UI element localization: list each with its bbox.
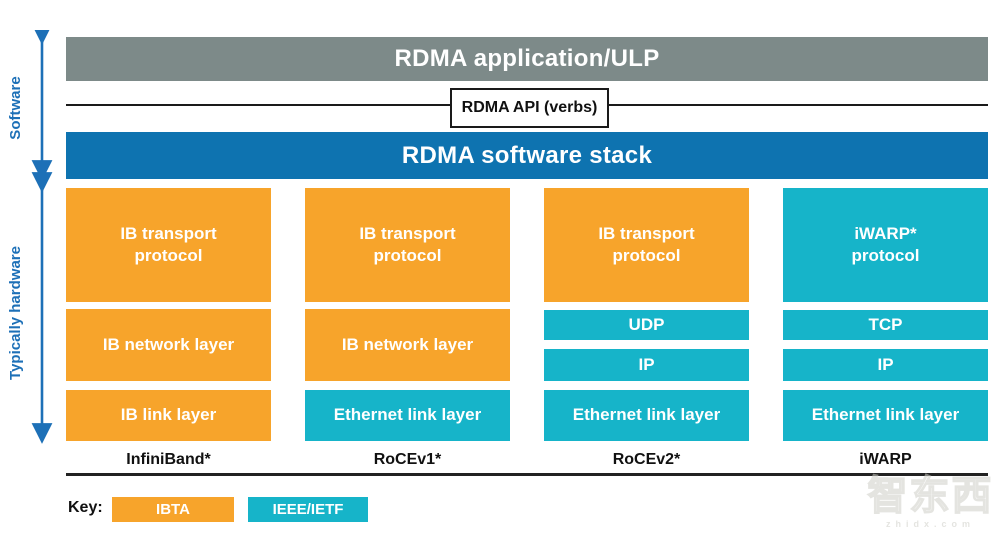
key-swatch-ibta: IBTA bbox=[112, 497, 234, 522]
column-label-infiniband: InfiniBand* bbox=[126, 451, 211, 468]
infiniband-link-box: IB link layer bbox=[66, 390, 271, 441]
key-swatch-ieee-ietf: IEEE/IETF bbox=[248, 497, 368, 522]
infiniband-network-box: IB network layer bbox=[66, 309, 271, 381]
iwarp-tcp-box: TCP bbox=[783, 310, 988, 340]
rocev2-udp-box: UDP bbox=[544, 310, 749, 340]
rdma-api-verbs-box: RDMA API (verbs) bbox=[450, 88, 609, 128]
rdma-application-bar: RDMA application/ULP bbox=[66, 37, 988, 81]
bottom-divider-line bbox=[66, 473, 988, 476]
watermark-url-text: zhidx.com bbox=[885, 519, 975, 529]
section-arrows bbox=[31, 30, 53, 444]
rocev1-network-box: IB network layer bbox=[305, 309, 510, 381]
iwarp-link-box: Ethernet link layer bbox=[783, 390, 988, 441]
rdma-software-stack-bar: RDMA software stack bbox=[66, 132, 988, 179]
rocev1-link-box: Ethernet link layer bbox=[305, 390, 510, 441]
rocev2-ip-box: IP bbox=[544, 349, 749, 381]
column-label-iwarp: iWARP bbox=[859, 451, 912, 468]
software-section-label: Software bbox=[7, 76, 24, 140]
column-label-rocev1: RoCEv1* bbox=[373, 451, 442, 468]
watermark: 智东西 zhidx.com bbox=[858, 473, 1000, 529]
column-label-rocev2: RoCEv2* bbox=[612, 451, 681, 468]
hardware-section-label: Typically hardware bbox=[7, 246, 24, 380]
iwarp-ip-box: IP bbox=[783, 349, 988, 381]
iwarp-protocol-box: iWARP*protocol bbox=[783, 188, 988, 302]
watermark-logo-text: 智东西 bbox=[867, 473, 994, 519]
key-label: Key: bbox=[68, 499, 103, 516]
rocev2-link-box: Ethernet link layer bbox=[544, 390, 749, 441]
